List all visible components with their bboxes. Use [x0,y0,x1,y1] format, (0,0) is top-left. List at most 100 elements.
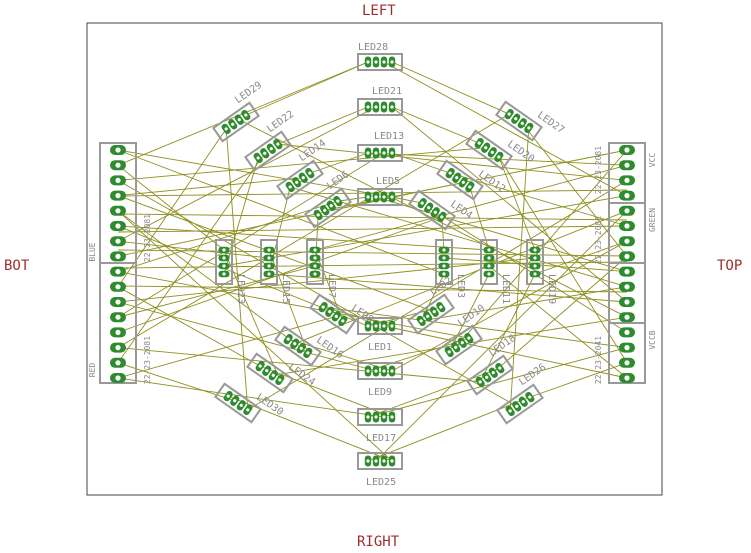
trace-26 [117,147,486,181]
pad-hole [382,324,386,328]
led-label: LED21 [372,86,402,97]
pad-hole [390,415,394,419]
trace-72 [288,338,393,372]
pad-hole [478,380,482,384]
pad-hole [442,248,446,252]
pad-hole [515,404,519,408]
led-led17: LED17 [357,408,403,444]
connector-label: GREEN [648,208,657,232]
trace-88 [225,128,249,410]
pad-hole [246,408,250,412]
led-outline [306,239,324,285]
pad-hole [442,264,446,268]
connector-label: 22-23-2081 [143,336,152,384]
led-label: LED30 [254,392,285,418]
pad-hole [439,305,443,309]
label-top: TOP [717,258,743,274]
led-outline [464,129,514,171]
trace-28 [117,181,464,257]
pad-hole [301,176,305,180]
pad-hole [115,193,121,199]
led-outline [435,239,453,285]
led-label: LED7 [326,274,337,298]
pad-hole [313,272,317,276]
parts-layer: BLUERED22-23-208122-23-2081VCCGREENVCCB2… [88,42,657,488]
pad-hole [520,121,524,125]
pad-hole [487,256,491,260]
pad-hole [374,415,378,419]
pad-hole [267,248,271,252]
led-outline [273,325,323,367]
trace-12 [117,377,385,418]
trace-89 [245,61,369,116]
led-outline [480,239,498,285]
trace-48 [117,286,261,367]
pad-hole [624,162,630,168]
led-outline [245,352,295,394]
led-label: LED28 [358,42,388,53]
trace-13 [367,347,628,418]
trace-40 [117,225,490,251]
pad-hole [498,366,502,370]
trace-87 [228,395,393,462]
trace-82 [223,157,259,275]
pad-hole [382,369,386,373]
trace-29 [450,172,628,227]
connector-label: VCCB [648,330,657,349]
trace-47 [294,210,628,345]
trace-73 [268,249,309,354]
trace-34 [117,240,270,259]
pad-hole [115,253,121,259]
led-label: LED11 [500,274,511,304]
pad-hole [366,415,370,419]
pad-hole [313,256,317,260]
pad-hole [390,324,394,328]
pad-hole [624,238,630,244]
pad-hole [390,60,394,64]
led-outline [357,408,403,426]
pad-hole [624,253,630,259]
pad-hole [390,151,394,155]
trace-83 [277,106,369,145]
led-outline [357,53,403,71]
pad-hole [426,314,430,318]
trace-49 [273,316,628,376]
pad-hole [286,337,290,341]
conn-right: VCCGREENVCCB22-23-208122-23-208122-23-20… [594,142,657,384]
led-outline [357,144,403,162]
pad-hole [265,369,269,373]
led-label: LED23 [235,274,246,304]
pad-hole [487,248,491,252]
led-led15: LED15 [260,239,291,304]
pad-hole [115,329,121,335]
pad-hole [624,375,630,381]
trace-56 [117,347,481,383]
pad-hole [267,256,271,260]
pad-hole [624,223,630,229]
pad-hole [115,147,121,153]
connector-label: VCC [648,153,657,168]
led-outline [243,130,293,172]
pad-hole [448,171,452,175]
trace-32 [117,164,225,251]
led-led5: LED5 [357,176,403,206]
pad-hole [115,345,121,351]
pad-hole [374,151,378,155]
pad-hole [115,375,121,381]
pad-hole [115,284,121,290]
pad-hole [237,118,241,122]
trace-20 [117,177,304,197]
trace-53 [421,286,628,322]
trace-6 [117,149,393,198]
pad-hole [288,185,292,189]
pad-hole [263,151,267,155]
pad-hole [366,459,370,463]
pad-hole [527,126,531,130]
pad-hole [497,155,501,159]
connector-label: RED [88,363,97,378]
trace-45 [323,306,628,349]
pad-hole [507,112,511,116]
trace-57 [492,256,628,374]
led-label: LED17 [366,433,396,444]
led-outline [260,239,278,285]
